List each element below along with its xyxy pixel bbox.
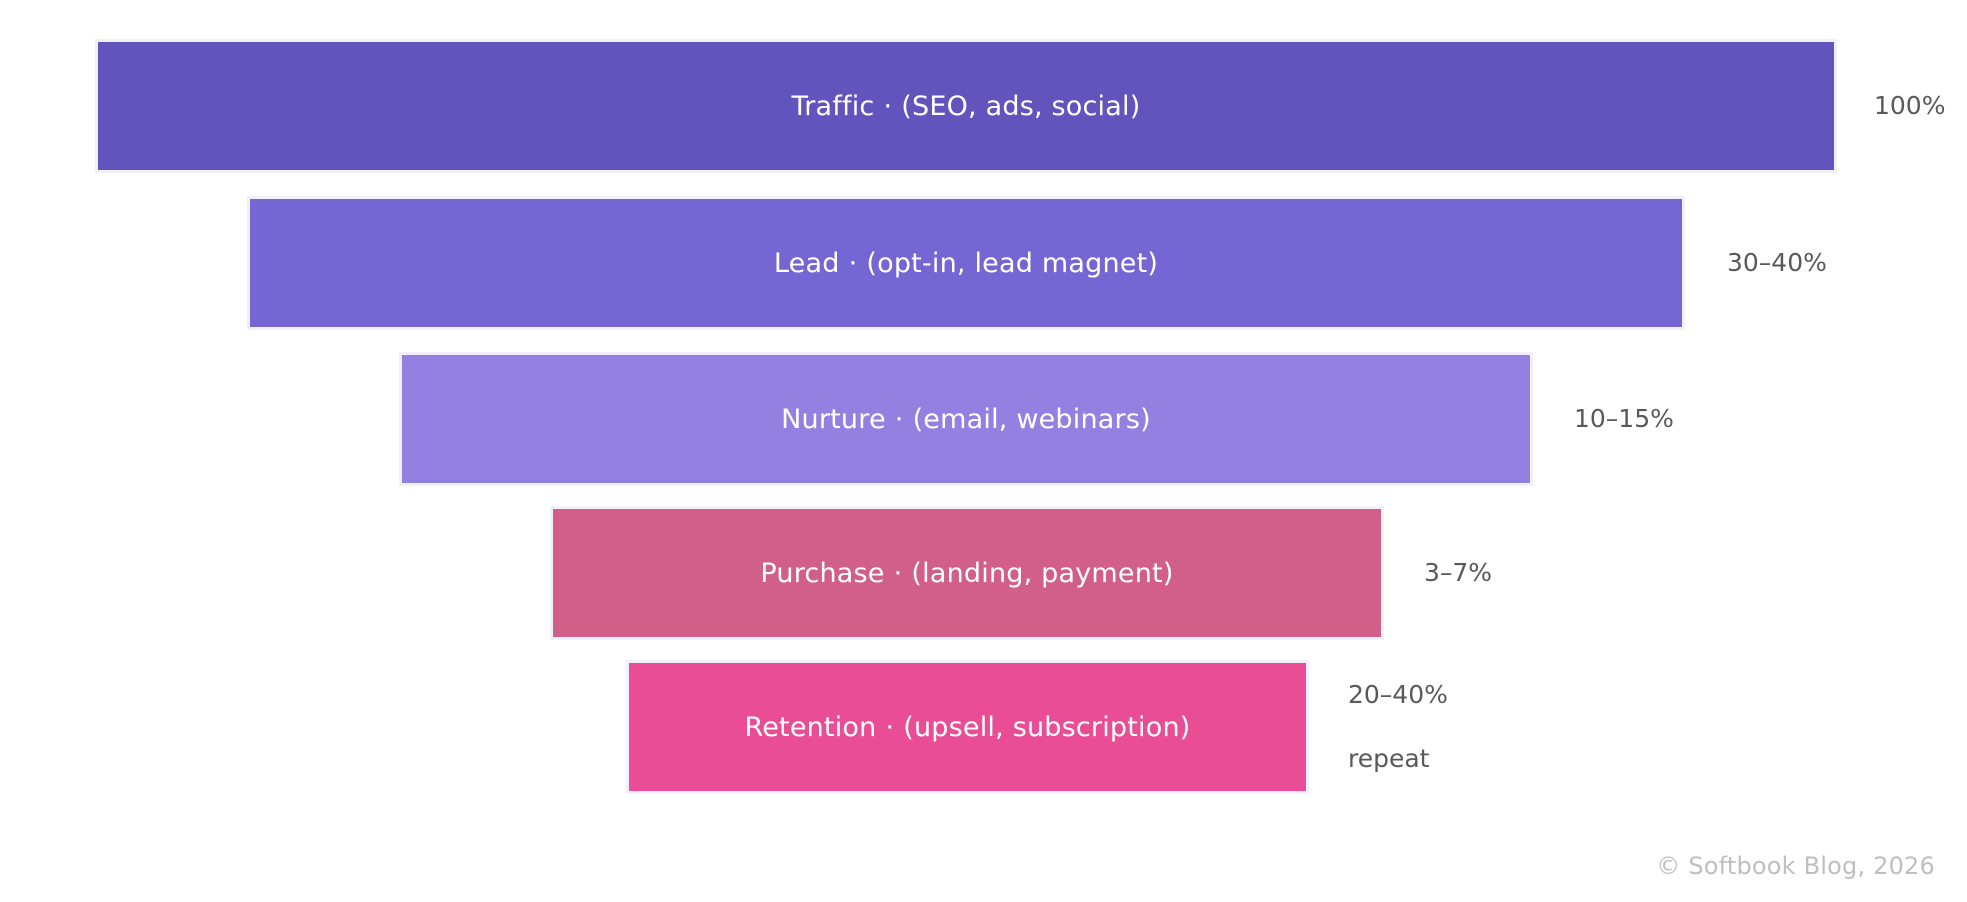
stage-separator: ·	[894, 403, 904, 435]
stage-name: Purchase	[760, 557, 885, 589]
rate-value: 30–40%	[1727, 248, 1827, 277]
funnel-rate-retention: 20–40% repeat	[1348, 663, 1448, 791]
funnel-bar-purchase[interactable]: Purchase·(landing, payment)	[553, 509, 1381, 637]
funnel-rate-nurture: 10–15%	[1574, 355, 1674, 483]
rate-value: 10–15%	[1574, 404, 1674, 433]
stage-name: Lead	[773, 247, 840, 279]
rate-block: 20–40% repeat	[1348, 647, 1448, 807]
funnel-bar-lead[interactable]: Lead·(opt-in, lead magnet)	[250, 199, 1682, 327]
funnel-bar-label: Nurture·(email, webinars)	[781, 404, 1151, 435]
stage-detail: (opt-in, lead magnet)	[866, 247, 1159, 279]
stage-detail: (upsell, subscription)	[903, 711, 1191, 743]
stage-name: Nurture	[781, 403, 886, 435]
rate-value-line2: repeat	[1348, 744, 1430, 773]
funnel-bar-retention[interactable]: Retention·(upsell, subscription)	[629, 663, 1306, 791]
funnel-bar-label: Traffic·(SEO, ads, social)	[792, 91, 1141, 122]
stage-name: Retention	[744, 711, 877, 743]
stage-separator: ·	[883, 90, 893, 122]
funnel-bar-label: Purchase·(landing, payment)	[760, 558, 1173, 589]
funnel-bar-label: Retention·(upsell, subscription)	[744, 712, 1190, 743]
footer-credit: © Softbook Blog, 2026	[1656, 852, 1935, 880]
rate-value: 100%	[1874, 91, 1946, 120]
stage-name: Traffic	[791, 90, 875, 122]
funnel-rate-traffic: 100%	[1874, 42, 1945, 170]
funnel-rate-lead: 30–40%	[1727, 199, 1827, 327]
stage-separator: ·	[885, 711, 895, 743]
funnel-bar-traffic[interactable]: Traffic·(SEO, ads, social)	[98, 42, 1834, 170]
rate-value: 3–7%	[1424, 558, 1493, 587]
stage-separator: ·	[893, 557, 903, 589]
stage-detail: (SEO, ads, social)	[901, 90, 1141, 122]
funnel-bar-nurture[interactable]: Nurture·(email, webinars)	[402, 355, 1530, 483]
stage-detail: (landing, payment)	[911, 557, 1174, 589]
stage-detail: (email, webinars)	[912, 403, 1151, 435]
rate-value: 20–40%	[1348, 680, 1448, 709]
stage-separator: ·	[848, 247, 858, 279]
funnel-rate-purchase: 3–7%	[1424, 509, 1492, 637]
funnel-bar-label: Lead·(opt-in, lead magnet)	[774, 248, 1158, 279]
